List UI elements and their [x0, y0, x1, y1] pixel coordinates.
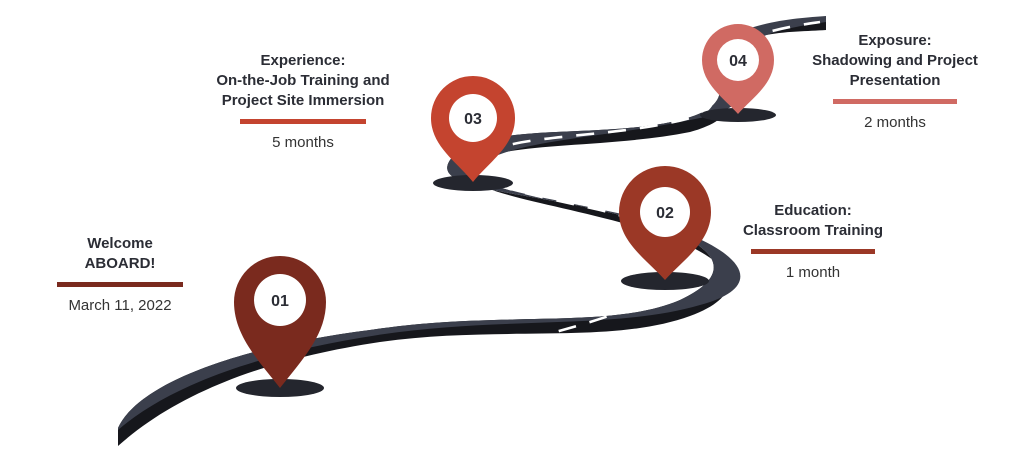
milestone-04-title: Exposure: Shadowing and Project Presenta… — [812, 32, 978, 89]
map-pin-03-icon: 03 — [431, 76, 515, 182]
pin-shadow-04 — [700, 108, 776, 122]
milestone-02-bar — [751, 249, 875, 254]
milestone-02-detail: 1 month — [785, 264, 841, 281]
milestone-04-bar — [833, 99, 957, 104]
milestone-01-detail: March 11, 2022 — [68, 297, 172, 314]
pin-number-03: 03 — [464, 111, 482, 128]
milestone-04-detail: 2 months — [864, 114, 926, 131]
milestone-03-title: Experience: On-the-Job Training and Proj… — [216, 52, 390, 109]
milestone-03-bar — [240, 119, 366, 124]
milestone-01-bar — [57, 282, 183, 287]
pin-number-02: 02 — [656, 205, 674, 222]
milestone-02-label: Education: Classroom Training 1 month — [730, 201, 896, 281]
pin-shadow-02 — [621, 272, 709, 290]
pin-number-04: 04 — [729, 53, 747, 70]
pin-shadow-03 — [433, 175, 513, 191]
milestone-01-label: Welcome ABOARD! March 11, 2022 — [55, 234, 185, 314]
pin-number-01: 01 — [271, 293, 289, 310]
map-pin-01-icon: 01 — [234, 256, 326, 388]
map-pin-04-icon: 04 — [702, 24, 774, 114]
milestone-04-label: Exposure: Shadowing and Project Presenta… — [790, 31, 1000, 131]
map-pin-02-icon: 02 — [619, 166, 711, 280]
milestone-03-detail: 5 months — [272, 134, 334, 151]
milestone-01-title: Welcome ABOARD! — [84, 235, 156, 272]
milestone-02-title: Education: Classroom Training — [742, 202, 884, 239]
milestone-03-label: Experience: On-the-Job Training and Proj… — [196, 51, 410, 151]
